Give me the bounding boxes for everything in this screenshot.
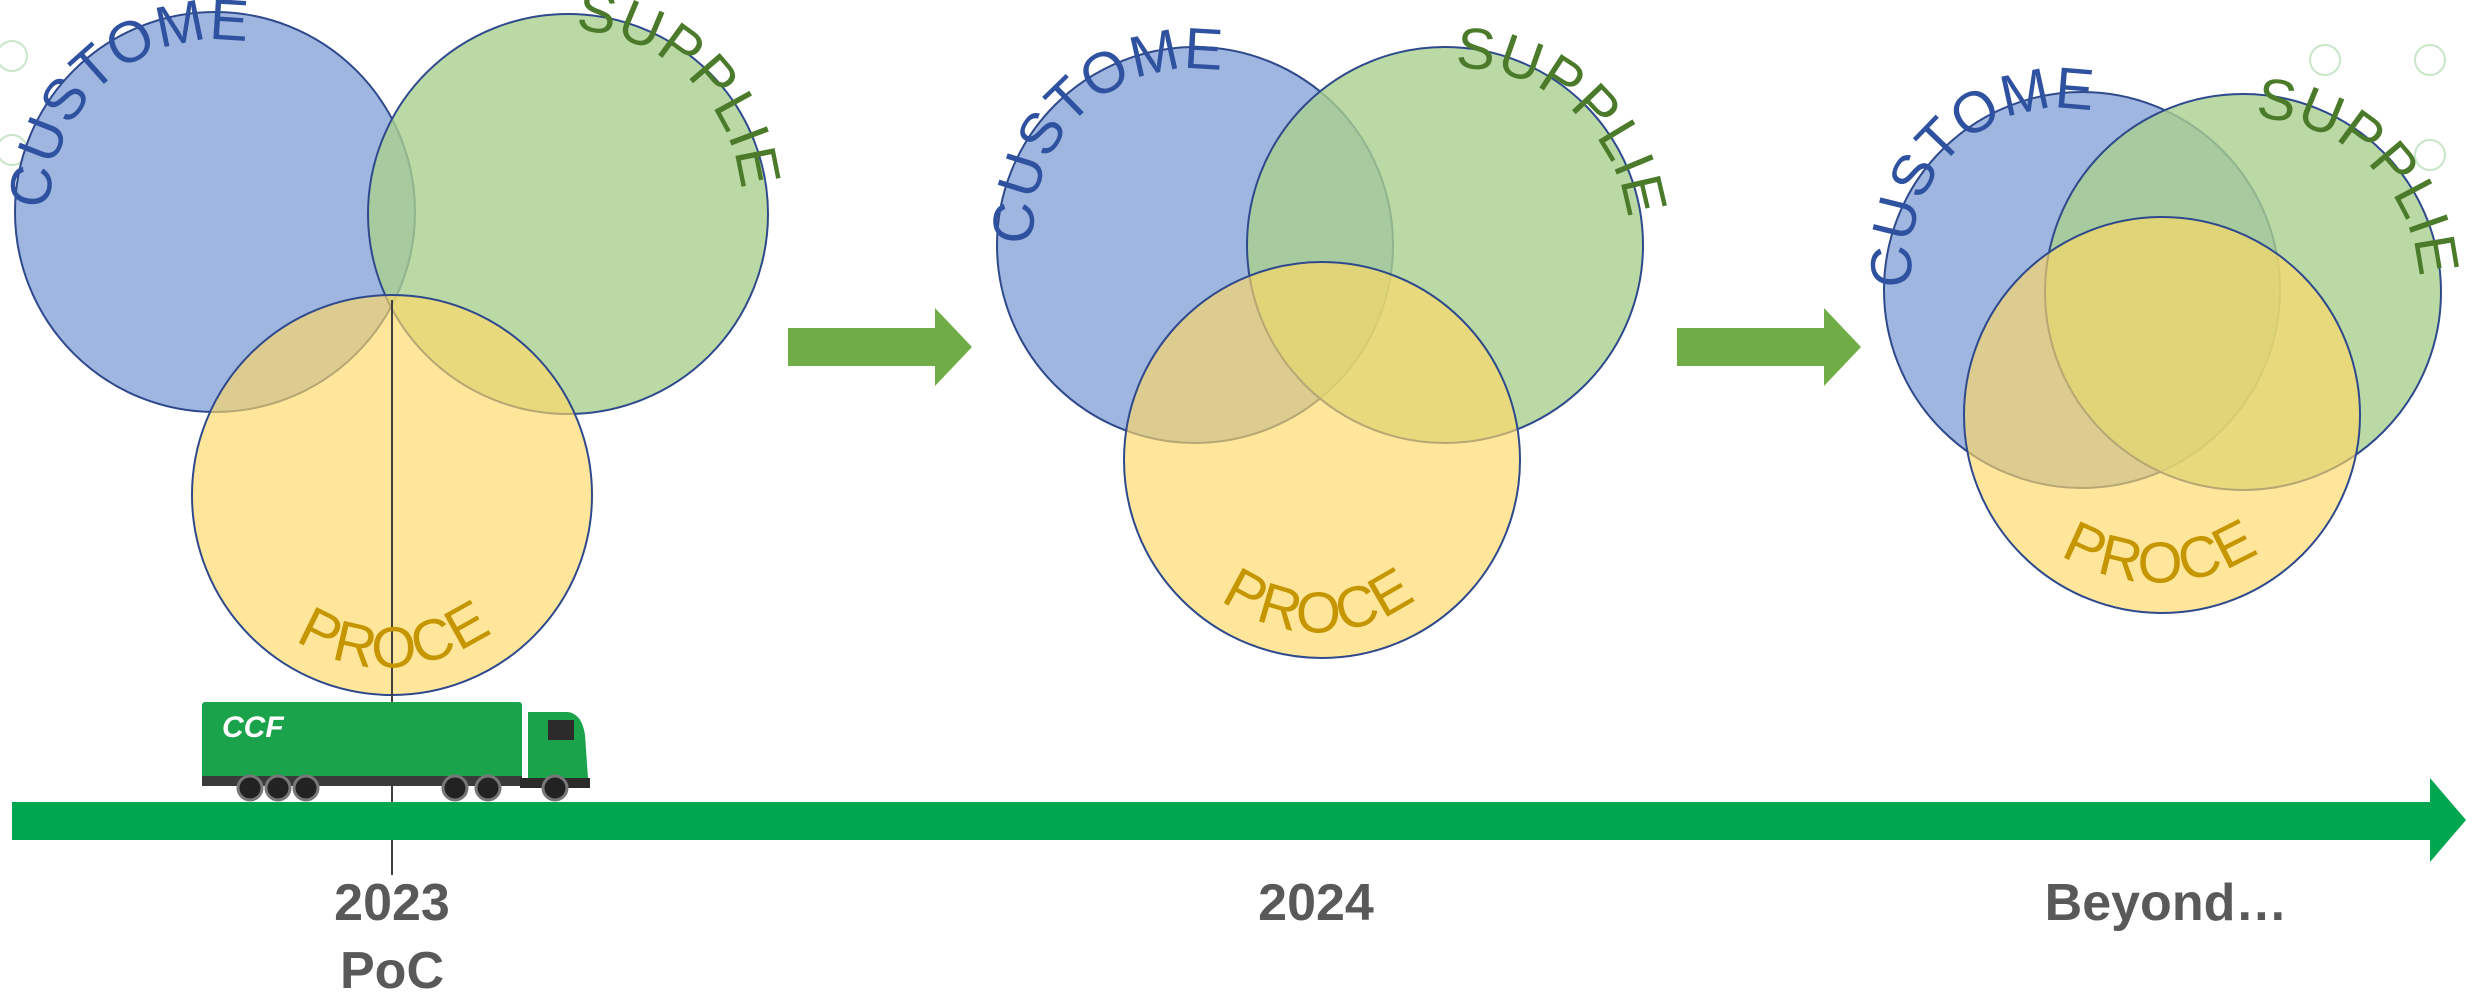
truck-wheel	[474, 774, 502, 802]
right-arrow-icon	[1677, 308, 1861, 386]
decorative-dot-icon	[2414, 44, 2446, 76]
truck-trailer	[202, 702, 522, 778]
milestone-beyond-year: Beyond…	[2045, 874, 2288, 932]
milestone-2024-year: 2024	[1258, 874, 1374, 932]
right-arrow-icon	[788, 308, 972, 386]
milestone-2023-sub: PoC	[340, 942, 444, 995]
process-circle	[1123, 261, 1521, 659]
truck-wheel	[236, 774, 264, 802]
truck-window	[548, 720, 574, 740]
truck-trailer-base	[202, 776, 522, 786]
milestone-2023-year: 2023	[334, 874, 450, 932]
truck-wheel	[292, 774, 320, 802]
timeline-labels: 2023 PoC 2024 Beyond…	[334, 874, 2287, 995]
truck-brand-label: CCF	[222, 711, 284, 744]
process-circle	[1963, 216, 2361, 614]
timeline-arrow	[12, 778, 2466, 862]
truck-icon: CCF	[202, 702, 590, 802]
truck-wheel	[541, 774, 569, 802]
decorative-dot-icon	[2414, 139, 2446, 171]
truck-wheel	[441, 774, 469, 802]
truck-wheel	[264, 774, 292, 802]
decorative-dot-icon	[0, 40, 28, 72]
decorative-dot-icon	[2309, 44, 2341, 76]
